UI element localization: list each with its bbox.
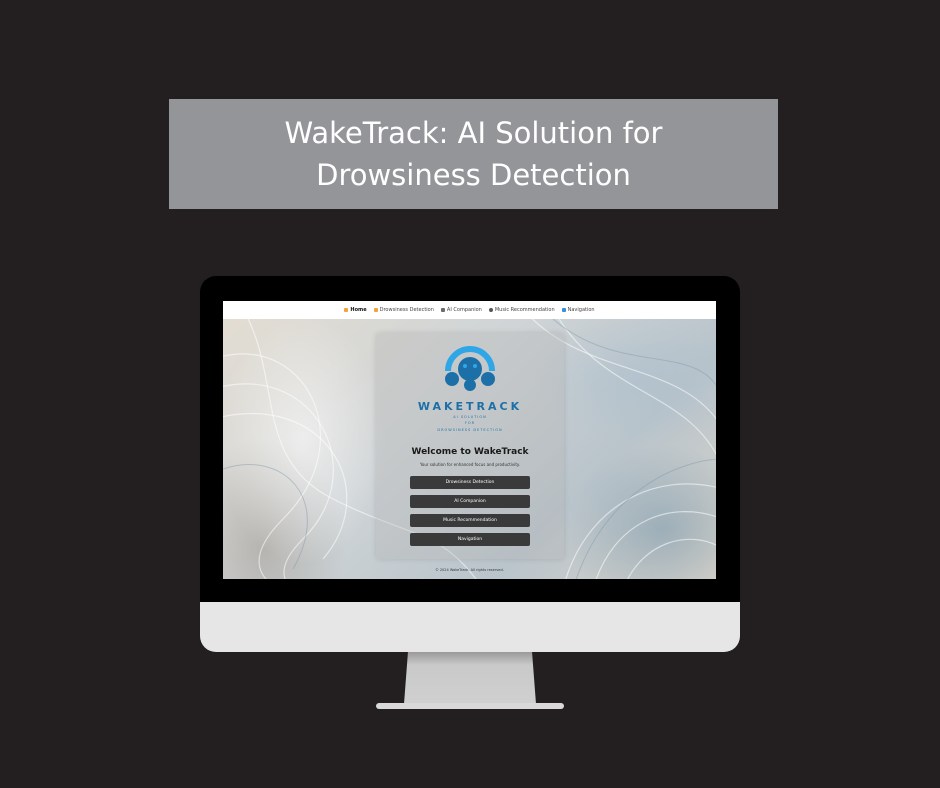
welcome-card: WAKETRACK AI SOLUTION FOR DROWSINESS DET… [376,333,564,559]
welcome-heading: Welcome to WakeTrack [411,447,529,457]
banner-title: WakeTrack: AI Solution for Drowsiness De… [284,116,663,192]
eye-icon [373,308,378,312]
nav-link-home[interactable]: Home [344,307,367,313]
drowsiness-detection-button[interactable]: Drowsiness Detection [410,476,530,489]
music-icon [488,308,493,312]
navigation-button[interactable]: Navigation [410,533,530,546]
monitor-stand-neck [404,652,536,704]
welcome-tagline: Your solution for enhanced focus and pro… [419,462,521,467]
nav-link-music-recommendation[interactable]: Music Recommendation [488,307,555,313]
robot-icon [440,308,445,312]
logo-tagline: DROWSINESS DETECTION [437,428,503,432]
nav-link-label: Navigation [567,307,595,313]
nav-link-navigation[interactable]: Navigation [561,307,595,313]
nav-link-label: Drowsiness Detection [379,307,434,313]
map-icon [561,308,566,312]
logo-tagline: FOR [464,421,476,425]
nav-link-drowsiness-detection[interactable]: Drowsiness Detection [373,307,434,313]
ai-companion-button[interactable]: AI Companion [410,495,530,508]
hero-background: WAKETRACK AI SOLUTION FOR DROWSINESS DET… [223,319,716,579]
nav-link-label: Music Recommendation [494,307,555,313]
nav-link-label: Home [350,307,367,313]
monitor-chin [200,602,740,652]
top-navbar: Home Drowsiness Detection AI Companion M… [223,301,716,319]
music-recommendation-button[interactable]: Music Recommendation [410,514,530,527]
home-icon [344,308,349,312]
monitor-stand-base [376,703,564,709]
footer-copyright: © 2024 WakeTrack. All rights reserved. [435,568,504,572]
monitor-screen: Home Drowsiness Detection AI Companion M… [223,301,716,579]
logo-tagline: AI SOLUTION [453,415,487,419]
logo-wordmark: WAKETRACK [417,400,523,413]
nav-link-label: AI Companion [446,307,482,313]
nav-link-ai-companion[interactable]: AI Companion [440,307,482,313]
waketrack-logo-icon [445,346,495,391]
title-banner: WakeTrack: AI Solution for Drowsiness De… [169,99,778,209]
swirl-background-graphic [223,319,716,579]
